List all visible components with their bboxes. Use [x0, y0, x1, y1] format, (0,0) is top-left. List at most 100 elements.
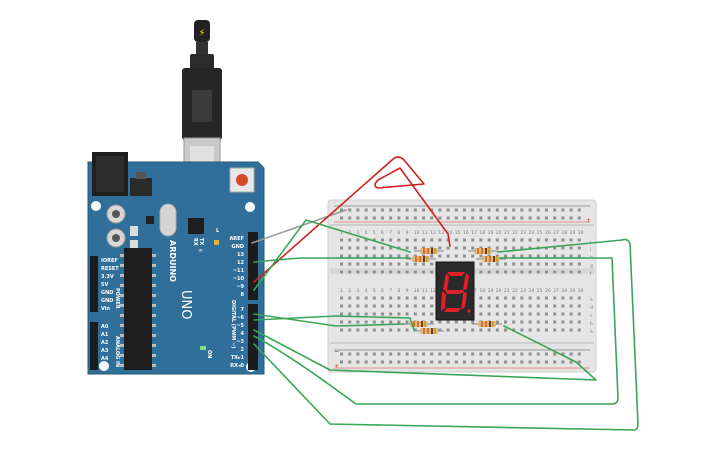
breadboard-hole[interactable]	[372, 270, 376, 274]
breadboard-hole[interactable]	[561, 254, 565, 258]
breadboard-hole[interactable]	[364, 254, 368, 258]
breadboard-hole[interactable]	[545, 304, 548, 308]
breadboard-hole[interactable]	[479, 304, 483, 308]
breadboard-hole[interactable]	[422, 262, 425, 266]
breadboard-hole[interactable]	[446, 360, 450, 364]
breadboard-hole[interactable]	[454, 254, 458, 258]
breadboard-hole[interactable]	[438, 238, 442, 242]
breadboard-hole[interactable]	[413, 216, 417, 220]
breadboard-hole[interactable]	[454, 246, 458, 250]
breadboard-hole[interactable]	[364, 304, 368, 308]
breadboard-hole[interactable]	[348, 262, 352, 266]
breadboard-hole[interactable]	[504, 352, 507, 356]
resistor[interactable]	[472, 321, 502, 327]
breadboard-hole[interactable]	[397, 270, 401, 274]
breadboard-hole[interactable]	[577, 328, 581, 332]
breadboard-hole[interactable]	[413, 246, 417, 250]
breadboard-hole[interactable]	[405, 360, 409, 364]
breadboard-hole[interactable]	[413, 296, 417, 300]
breadboard-hole[interactable]	[577, 208, 581, 212]
breadboard-hole[interactable]	[430, 270, 434, 274]
breadboard-hole[interactable]	[430, 254, 434, 258]
breadboard-hole[interactable]	[454, 216, 458, 220]
breadboard-hole[interactable]	[438, 328, 442, 332]
breadboard-hole[interactable]	[561, 360, 565, 364]
breadboard-hole[interactable]	[520, 304, 524, 308]
breadboard-hole[interactable]	[520, 320, 524, 324]
breadboard-hole[interactable]	[413, 312, 417, 316]
breadboard-hole[interactable]	[553, 270, 557, 274]
breadboard-hole[interactable]	[438, 320, 442, 324]
breadboard-hole[interactable]	[504, 216, 507, 220]
breadboard-hole[interactable]	[487, 262, 491, 266]
breadboard-hole[interactable]	[372, 208, 376, 212]
breadboard-hole[interactable]	[512, 238, 516, 242]
breadboard-hole[interactable]	[381, 312, 384, 316]
breadboard-hole[interactable]	[372, 312, 376, 316]
breadboard-hole[interactable]	[364, 312, 368, 316]
breadboard-hole[interactable]	[487, 270, 491, 274]
breadboard-hole[interactable]	[569, 262, 573, 266]
breadboard-hole[interactable]	[364, 296, 368, 300]
breadboard-hole[interactable]	[569, 246, 573, 250]
breadboard-hole[interactable]	[504, 328, 507, 332]
breadboard-hole[interactable]	[422, 216, 425, 220]
breadboard-hole[interactable]	[487, 328, 491, 332]
breadboard-hole[interactable]	[381, 270, 384, 274]
breadboard-hole[interactable]	[389, 296, 393, 300]
breadboard-hole[interactable]	[520, 238, 524, 242]
breadboard-hole[interactable]	[561, 320, 565, 324]
breadboard-hole[interactable]	[569, 254, 573, 258]
breadboard-hole[interactable]	[569, 208, 573, 212]
breadboard-hole[interactable]	[536, 320, 540, 324]
breadboard-hole[interactable]	[389, 270, 393, 274]
breadboard-hole[interactable]	[422, 304, 425, 308]
breadboard-hole[interactable]	[413, 352, 417, 356]
breadboard-hole[interactable]	[479, 360, 483, 364]
breadboard-hole[interactable]	[397, 312, 401, 316]
breadboard-hole[interactable]	[528, 262, 532, 266]
breadboard-hole[interactable]	[438, 352, 442, 356]
breadboard-hole[interactable]	[495, 320, 499, 324]
breadboard-hole[interactable]	[413, 238, 417, 242]
breadboard-hole[interactable]	[430, 216, 434, 220]
breadboard-hole[interactable]	[479, 262, 483, 266]
breadboard-hole[interactable]	[356, 270, 360, 274]
breadboard-hole[interactable]	[561, 304, 565, 308]
breadboard-hole[interactable]	[381, 238, 384, 242]
breadboard-hole[interactable]	[577, 304, 581, 308]
breadboard-hole[interactable]	[520, 246, 524, 250]
breadboard-hole[interactable]	[340, 262, 343, 266]
breadboard-hole[interactable]	[569, 312, 573, 316]
breadboard-hole[interactable]	[463, 216, 466, 220]
breadboard-hole[interactable]	[356, 296, 360, 300]
breadboard-hole[interactable]	[504, 254, 507, 258]
breadboard-hole[interactable]	[487, 304, 491, 308]
breadboard-hole[interactable]	[340, 296, 343, 300]
breadboard-hole[interactable]	[430, 208, 434, 212]
breadboard-hole[interactable]	[520, 262, 524, 266]
breadboard-hole[interactable]	[495, 246, 499, 250]
breadboard-hole[interactable]	[405, 270, 409, 274]
breadboard-hole[interactable]	[553, 360, 557, 364]
breadboard-hole[interactable]	[536, 254, 540, 258]
breadboard-hole[interactable]	[430, 360, 434, 364]
breadboard-hole[interactable]	[446, 352, 450, 356]
breadboard-hole[interactable]	[397, 304, 401, 308]
breadboard-hole[interactable]	[520, 352, 524, 356]
breadboard-hole[interactable]	[356, 254, 360, 258]
breadboard-hole[interactable]	[430, 262, 434, 266]
breadboard-hole[interactable]	[553, 262, 557, 266]
breadboard-hole[interactable]	[372, 246, 376, 250]
breadboard-hole[interactable]	[340, 270, 343, 274]
breadboard-hole[interactable]	[372, 304, 376, 308]
breadboard-hole[interactable]	[577, 312, 581, 316]
breadboard-hole[interactable]	[487, 312, 491, 316]
breadboard-hole[interactable]	[454, 360, 458, 364]
breadboard-hole[interactable]	[479, 208, 483, 212]
breadboard-hole[interactable]	[463, 360, 466, 364]
breadboard-hole[interactable]	[536, 216, 540, 220]
breadboard-hole[interactable]	[397, 320, 401, 324]
breadboard-hole[interactable]	[479, 216, 483, 220]
